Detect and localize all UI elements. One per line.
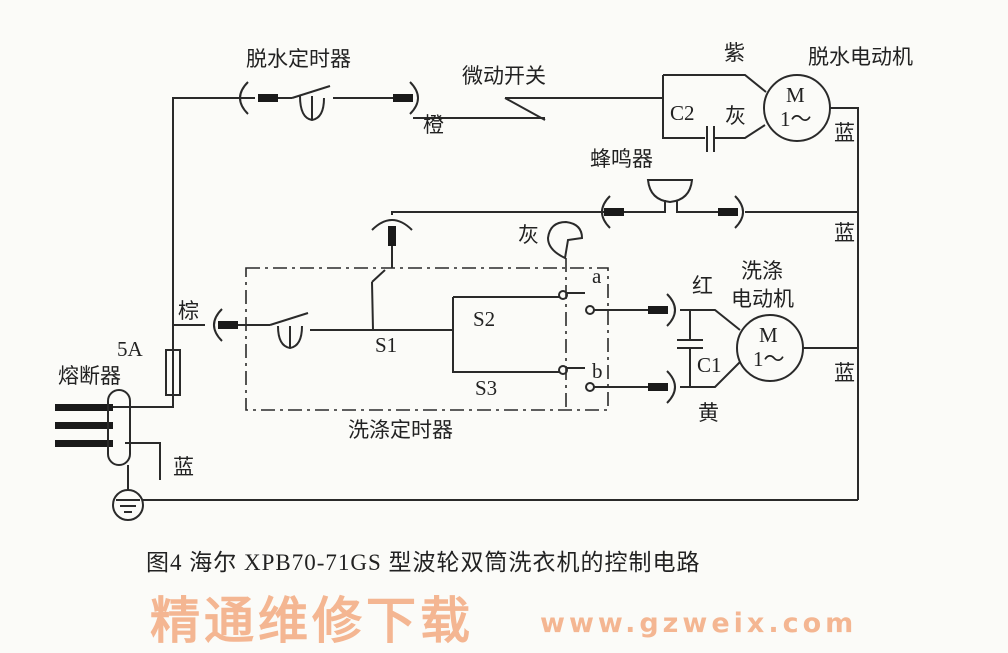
wash-motor-label-2: 电动机: [731, 287, 794, 311]
s1-label: S1: [375, 333, 397, 357]
micro-switch: [413, 97, 663, 121]
spin-timer-branch: [172, 81, 419, 400]
spin-motor-phase: 1～: [780, 107, 812, 131]
red-wire-label: 红: [692, 274, 713, 298]
c2-label: C2: [670, 101, 695, 125]
blue-wire-label: 蓝: [834, 121, 855, 145]
gray-timer-wire-label: 灰: [518, 223, 539, 247]
gray-wire-label: 灰: [725, 104, 746, 128]
c1-label: C1: [697, 353, 722, 377]
brown-wire-label: 棕: [178, 299, 199, 323]
terminal-b-label: b: [592, 359, 603, 383]
spin-motor: [662, 74, 859, 500]
spin-motor-label: 脱水电动机: [808, 45, 913, 69]
wash-timer: [173, 258, 676, 411]
micro-switch-label: 微动开关: [462, 64, 546, 88]
watermark-text: 精通维修下载: [150, 592, 474, 650]
fuse-rating-label: 5A: [117, 337, 144, 361]
spin-timer-label: 脱水定时器: [246, 47, 351, 71]
fuse-label: 熔断器: [58, 364, 121, 388]
power-input: [55, 349, 858, 521]
buzzer: [371, 179, 858, 268]
wash-timer-label: 洗涤定时器: [348, 418, 453, 442]
yellow-wire-label: 黄: [698, 401, 719, 425]
figure-caption: 图4 海尔 XPB70-71GS 型波轮双筒洗衣机的控制电路: [146, 550, 701, 575]
blue-ground-wire-label: 蓝: [173, 455, 194, 479]
buzzer-label: 蜂鸣器: [590, 147, 653, 171]
wash-motor: [677, 309, 858, 388]
orange-wire-label: 橙: [423, 113, 444, 137]
watermark-url: www.gzweix.com: [540, 608, 857, 639]
wash-motor-m: M: [759, 323, 778, 347]
s2-label: S2: [473, 307, 495, 331]
wash-motor-label-1: 洗涤: [741, 259, 783, 283]
blue-buzzer-wire-label: 蓝: [834, 221, 855, 245]
s3-label: S3: [475, 376, 497, 400]
wash-motor-phase: 1～: [753, 347, 785, 371]
spin-motor-m: M: [786, 83, 805, 107]
purple-wire-label: 紫: [724, 41, 745, 65]
blue-wash-wire-label: 蓝: [834, 361, 855, 385]
terminal-a-label: a: [592, 264, 602, 288]
